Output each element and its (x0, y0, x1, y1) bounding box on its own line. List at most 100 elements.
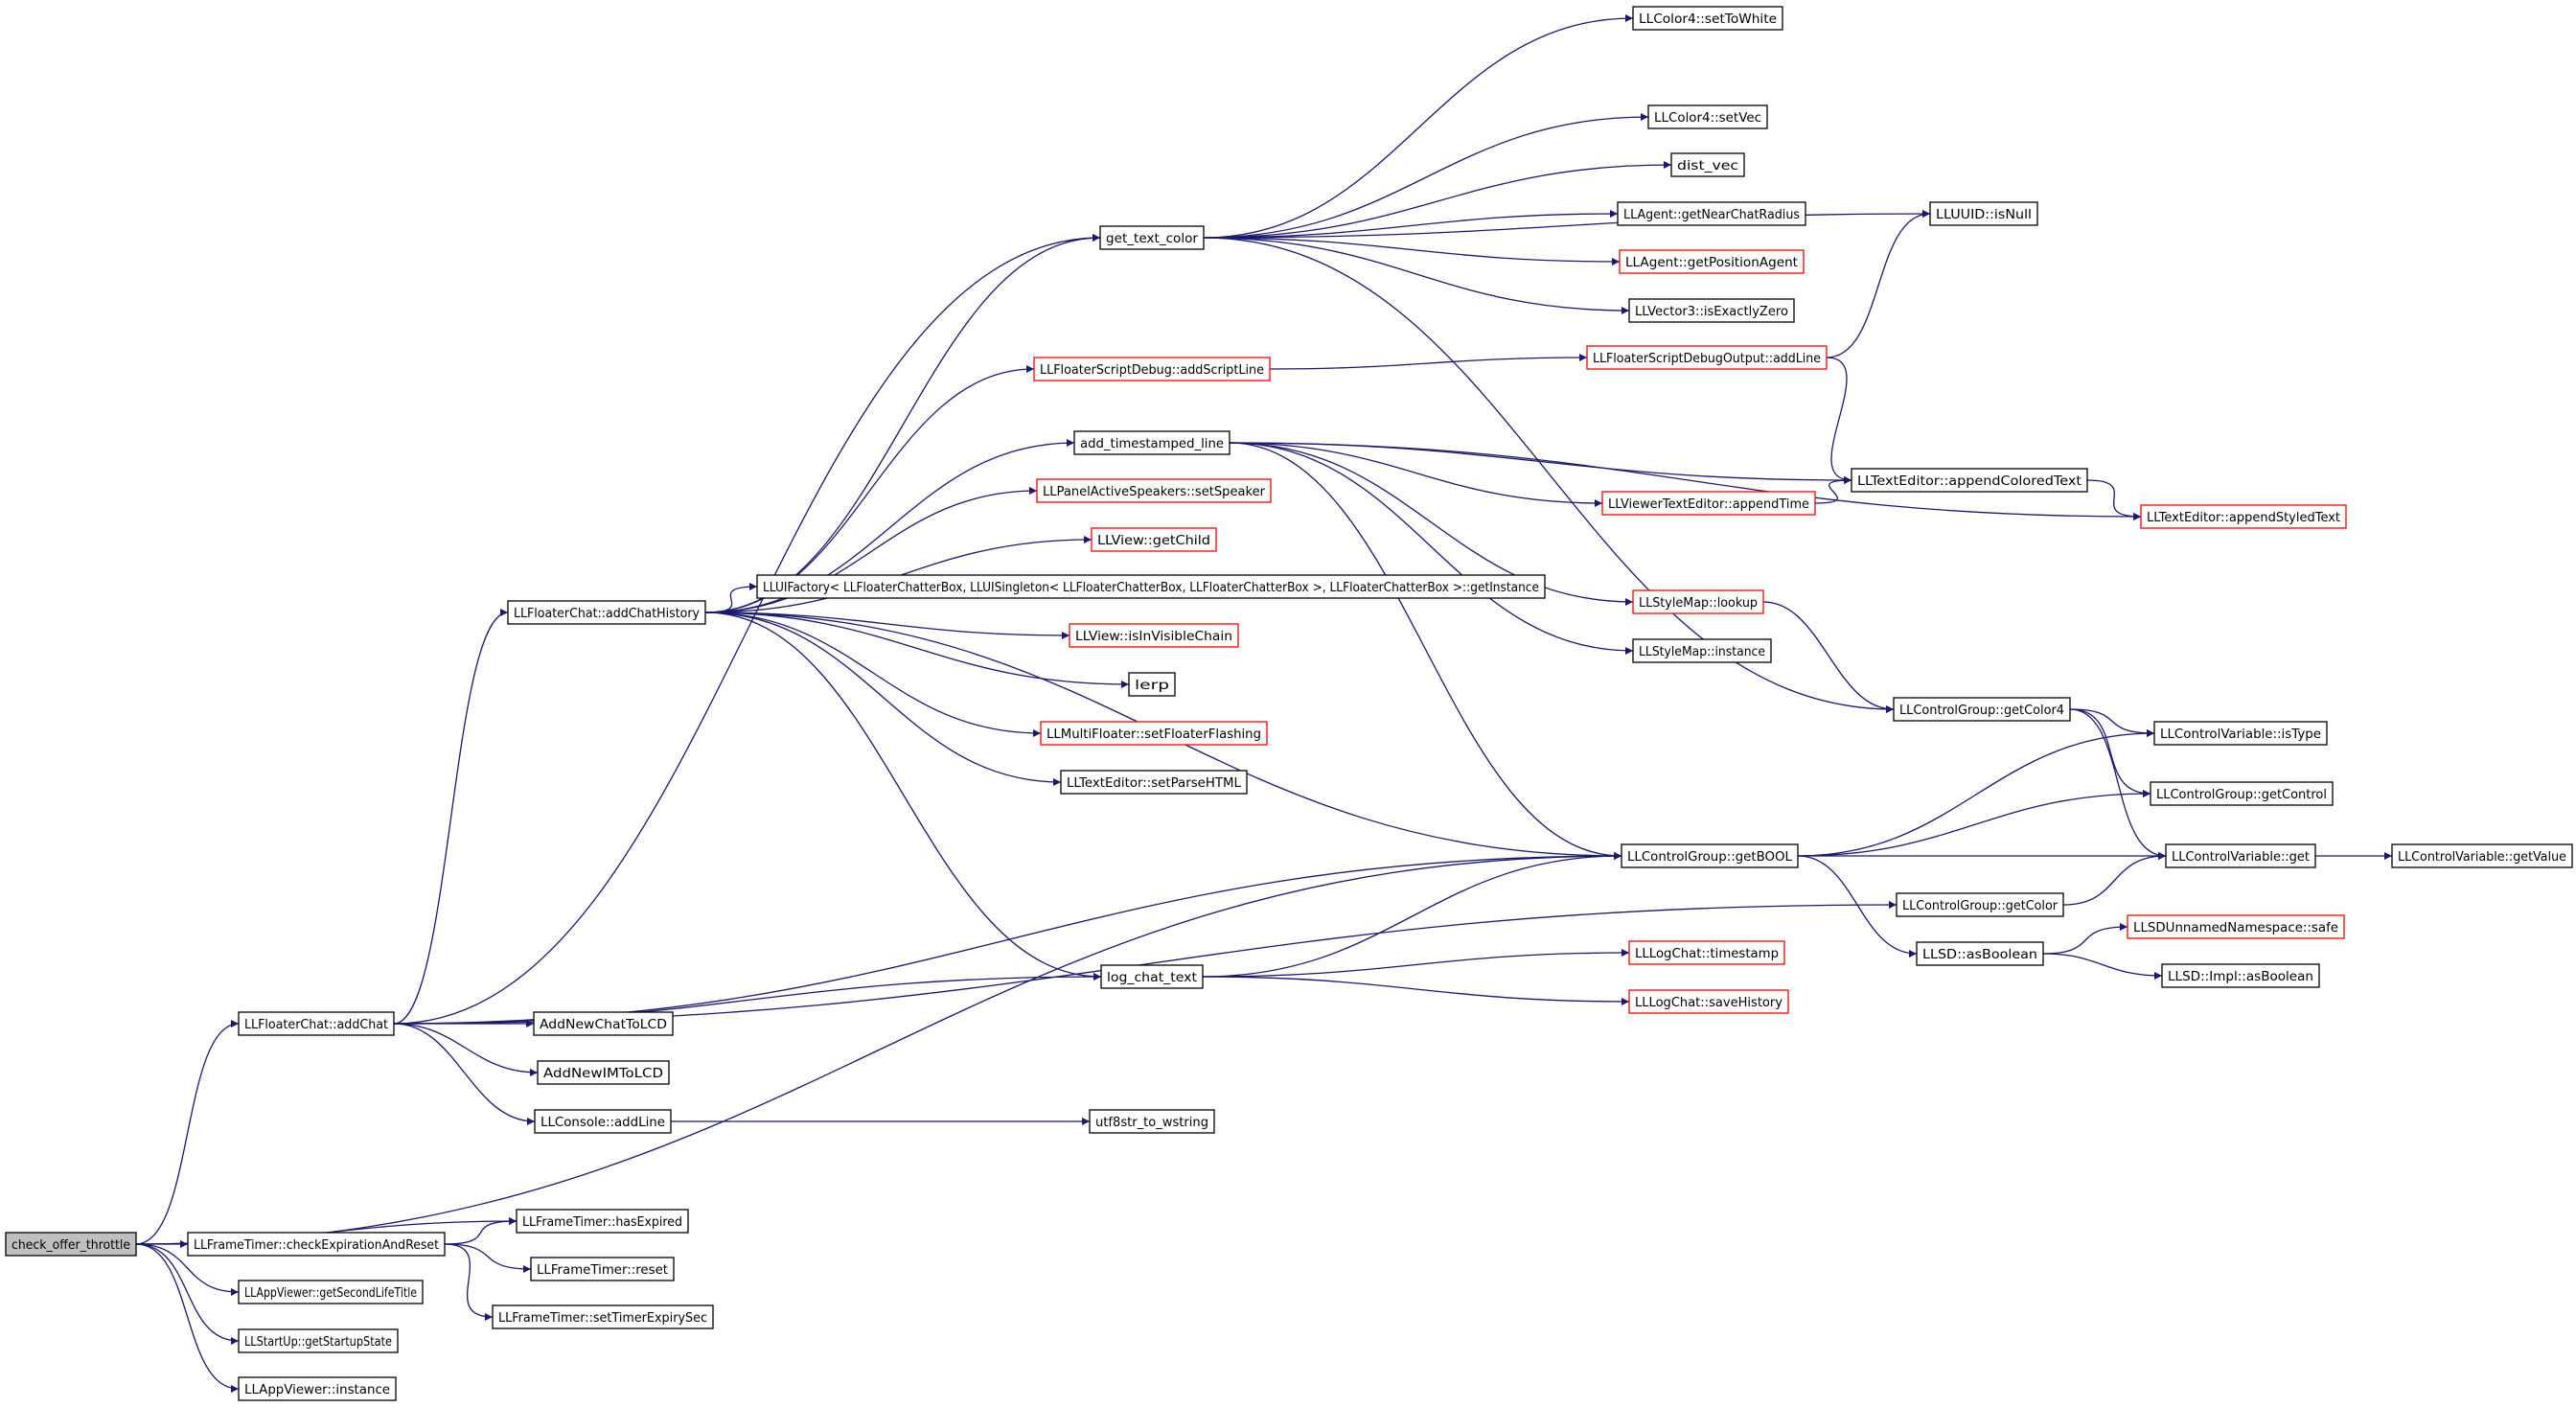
node-box[interactable] (1601, 491, 1816, 516)
node-box[interactable] (534, 1109, 672, 1134)
graph-node[interactable]: LLAppViewer::getSecondLifeTitle (238, 1280, 424, 1304)
graph-node[interactable]: utf8str_to_wstring (1089, 1109, 1215, 1134)
graph-node[interactable]: LLSD::Impl::asBoolean (2161, 963, 2320, 988)
node-box[interactable] (2165, 843, 2316, 868)
graph-node[interactable]: LLSD::asBoolean (1916, 941, 2044, 966)
node-box[interactable] (1617, 201, 1806, 226)
node-box[interactable] (1628, 989, 1789, 1014)
node-box[interactable] (1929, 201, 2038, 226)
graph-node[interactable]: LLFloaterChat::addChatHistory (507, 600, 706, 625)
node-box[interactable] (1091, 527, 1217, 552)
node-box[interactable] (1033, 357, 1271, 381)
graph-node[interactable]: LLTextEditor::appendStyledText (2140, 504, 2347, 529)
node-box[interactable] (1619, 249, 1805, 274)
node-box[interactable] (1040, 721, 1268, 746)
graph-node[interactable]: LLFrameTimer::setTimerExpirySec (492, 1304, 714, 1329)
node-box[interactable] (1128, 672, 1176, 697)
node-box[interactable] (187, 1232, 446, 1257)
node-box[interactable] (1628, 940, 1785, 965)
node-box[interactable] (756, 574, 1546, 599)
graph-node[interactable]: LLTextEditor::appendColoredText (1851, 468, 2088, 493)
graph-node[interactable]: LLControlVariable::getValue (2391, 843, 2573, 868)
graph-node[interactable]: LLView::isInVisibleChain (1069, 623, 1239, 648)
graph-node[interactable]: LLFrameTimer::checkExpirationAndReset (187, 1232, 446, 1257)
graph-node[interactable]: LLStartUp::getStartupState (238, 1328, 399, 1353)
node-box[interactable] (238, 1280, 424, 1304)
node-box[interactable] (1632, 638, 1772, 663)
graph-node[interactable]: LLMultiFloater::setFloaterFlashing (1040, 721, 1268, 746)
node-box[interactable] (5, 1232, 137, 1257)
node-box[interactable] (2153, 721, 2328, 746)
node-box[interactable] (238, 1328, 399, 1353)
node-box[interactable] (2140, 504, 2347, 529)
graph-node[interactable]: LLFloaterChat::addChat (238, 1011, 395, 1036)
node-box[interactable] (1670, 152, 1745, 177)
node-box[interactable] (1089, 1109, 1215, 1134)
graph-node[interactable]: LLTextEditor::setParseHTML (1060, 770, 1248, 795)
node-box[interactable] (1100, 964, 1204, 989)
node-box[interactable] (1586, 345, 1828, 370)
node-box[interactable] (2127, 914, 2345, 939)
graph-node[interactable]: check_offer_throttle (5, 1232, 137, 1257)
graph-node[interactable]: LLPanelActiveSpeakers::setSpeaker (1036, 478, 1272, 503)
graph-node[interactable]: LLControlGroup::getBOOL (1621, 843, 1799, 868)
node-box[interactable] (1073, 430, 1230, 455)
graph-node[interactable]: LLControlGroup::getColor4 (1893, 697, 2071, 722)
graph-node[interactable]: LLControlGroup::getColor (1896, 892, 2064, 917)
node-box[interactable] (533, 1011, 674, 1036)
node-box[interactable] (1893, 697, 2071, 722)
graph-node[interactable]: LLViewerTextEditor::appendTime (1601, 491, 1816, 516)
node-box[interactable] (1036, 478, 1272, 503)
graph-node[interactable]: add_timestamped_line (1073, 430, 1230, 455)
graph-node[interactable]: LLFrameTimer::reset (530, 1257, 675, 1281)
node-box[interactable] (1632, 589, 1764, 614)
graph-node[interactable]: LLAppViewer::instance (238, 1376, 397, 1401)
graph-node[interactable]: get_text_color (1099, 225, 1205, 250)
node-box[interactable] (1069, 623, 1239, 648)
node-box[interactable] (1628, 298, 1795, 323)
graph-node[interactable]: dist_vec (1670, 152, 1745, 177)
graph-node[interactable]: LLVector3::isExactlyZero (1628, 298, 1795, 323)
node-box[interactable] (507, 600, 706, 625)
node-box[interactable] (537, 1060, 670, 1085)
node-box[interactable] (1632, 6, 1783, 31)
graph-node[interactable]: LLLogChat::timestamp (1628, 940, 1785, 965)
graph-node[interactable]: log_chat_text (1100, 964, 1204, 989)
node-box[interactable] (492, 1304, 714, 1329)
graph-node[interactable]: AddNewIMToLCD (537, 1060, 670, 1085)
node-box[interactable] (1099, 225, 1205, 250)
graph-node[interactable]: LLAgent::getNearChatRadius (1617, 201, 1806, 226)
graph-node[interactable]: lerp (1128, 672, 1176, 697)
graph-node[interactable]: LLStyleMap::lookup (1632, 589, 1764, 614)
graph-node[interactable]: LLFrameTimer::hasExpired (516, 1209, 689, 1234)
graph-node[interactable]: LLControlVariable::get (2165, 843, 2316, 868)
node-box[interactable] (1896, 892, 2064, 917)
graph-node[interactable]: AddNewChatToLCD (533, 1011, 674, 1036)
graph-node[interactable]: LLFloaterScriptDebugOutput::addLine (1586, 345, 1828, 370)
node-box[interactable] (2150, 781, 2334, 806)
graph-node[interactable]: LLColor4::setVec (1647, 104, 1768, 129)
node-box[interactable] (238, 1011, 395, 1036)
node-box[interactable] (2161, 963, 2320, 988)
graph-node[interactable]: LLColor4::setToWhite (1632, 6, 1783, 31)
node-box[interactable] (238, 1376, 397, 1401)
graph-node[interactable]: LLUUID::isNull (1929, 201, 2038, 226)
graph-node[interactable]: LLSDUnnamedNamespace::safe (2127, 914, 2345, 939)
graph-node[interactable]: LLControlGroup::getControl (2150, 781, 2334, 806)
node-box[interactable] (516, 1209, 689, 1234)
node-box[interactable] (530, 1257, 675, 1281)
node-box[interactable] (1647, 104, 1768, 129)
graph-node[interactable]: LLFloaterScriptDebug::addScriptLine (1033, 357, 1271, 381)
graph-node[interactable]: LLControlVariable::isType (2153, 721, 2328, 746)
graph-node[interactable]: LLView::getChild (1091, 527, 1217, 552)
node-box[interactable] (1916, 941, 2044, 966)
graph-node[interactable]: LLUIFactory< LLFloaterChatterBox, LLUISi… (756, 574, 1546, 599)
node-box[interactable] (1621, 843, 1799, 868)
node-box[interactable] (1060, 770, 1248, 795)
node-box[interactable] (1851, 468, 2088, 493)
node-box[interactable] (2391, 843, 2573, 868)
graph-node[interactable]: LLAgent::getPositionAgent (1619, 249, 1805, 274)
graph-node[interactable]: LLLogChat::saveHistory (1628, 989, 1789, 1014)
graph-node[interactable]: LLStyleMap::instance (1632, 638, 1772, 663)
graph-node[interactable]: LLConsole::addLine (534, 1109, 672, 1134)
